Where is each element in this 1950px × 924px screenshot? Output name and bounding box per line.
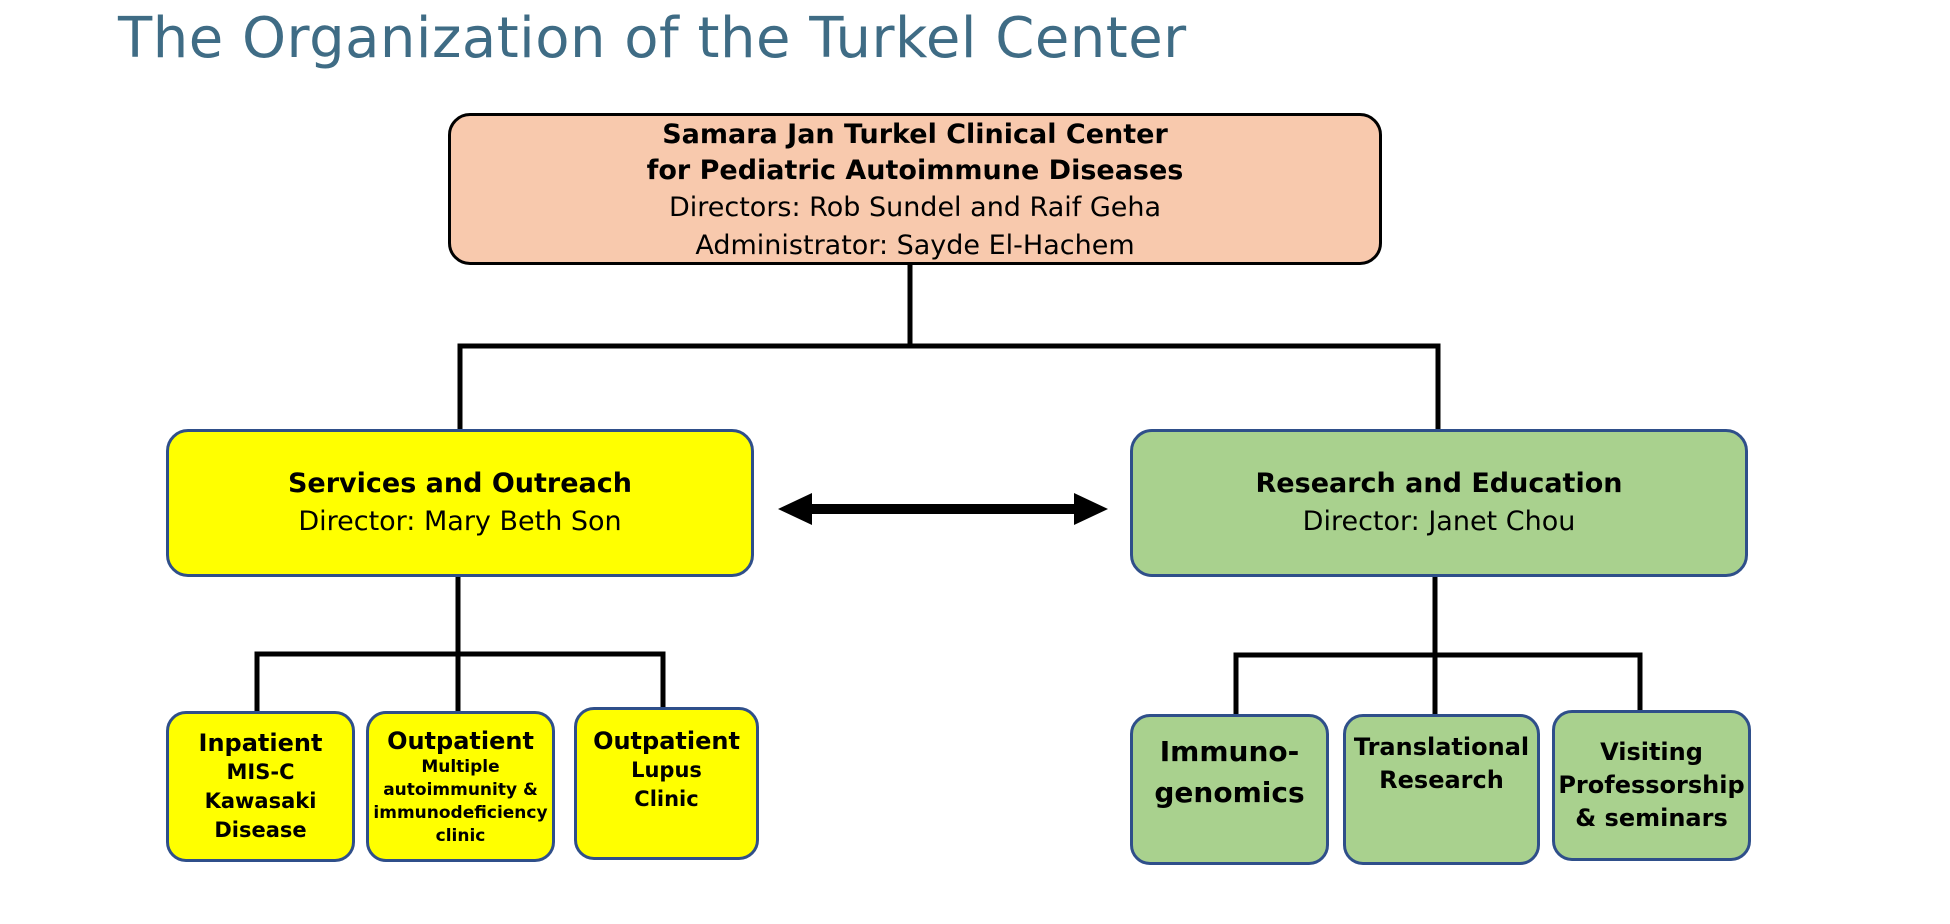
leaf-line: Professorship xyxy=(1558,771,1745,799)
leaf-title: Outpatient xyxy=(593,727,740,755)
top-node-administrator: Administrator: Sayde El-Hachem xyxy=(695,230,1135,261)
leaf-line: & seminars xyxy=(1575,804,1728,832)
leaf-line: Clinic xyxy=(634,787,699,811)
top-node: Samara Jan Turkel Clinical Center for Pe… xyxy=(448,113,1382,265)
leaf-title: Inpatient xyxy=(198,729,323,757)
outpatient-lupus-clinic-node: Outpatient Lupus Clinic xyxy=(574,707,759,860)
leaf-line: immunodeficiency xyxy=(373,802,548,823)
visiting-professorship-node: Visiting Professorship & seminars xyxy=(1552,710,1751,861)
leaf-line: Multiple xyxy=(421,756,500,777)
leaf-line: Translational xyxy=(1353,733,1530,761)
research-director: Director: Janet Chou xyxy=(1302,506,1576,537)
leaf-line: Immuno- xyxy=(1159,735,1300,768)
research-title: Research and Education xyxy=(1255,468,1623,499)
leaf-title: Outpatient xyxy=(387,726,534,755)
services-director: Director: Mary Beth Son xyxy=(298,506,622,537)
outpatient-multiple-autoimmunity-node: Outpatient Multiple autoimmunity & immun… xyxy=(366,711,555,862)
leaf-line: Kawasaki xyxy=(204,789,317,813)
leaf-line: Lupus xyxy=(631,758,702,782)
leaf-line: MIS-C xyxy=(226,760,295,784)
immunogenomics-node: Immuno- genomics xyxy=(1130,714,1329,865)
page-title: The Organization of the Turkel Center xyxy=(118,6,1187,71)
services-outreach-node: Services and Outreach Director: Mary Bet… xyxy=(166,429,754,577)
leaf-line: clinic xyxy=(435,825,486,846)
services-title: Services and Outreach xyxy=(287,468,633,499)
leaf-line: Disease xyxy=(214,818,307,842)
leaf-line: autoimmunity & xyxy=(383,779,538,800)
translational-research-node: Translational Research xyxy=(1343,714,1540,865)
top-node-name-line2: for Pediatric Autoimmune Diseases xyxy=(646,155,1184,186)
inpatient-node: Inpatient MIS-C Kawasaki Disease xyxy=(166,711,355,862)
leaf-line: Visiting xyxy=(1600,738,1703,766)
arrow-head-left xyxy=(778,493,812,525)
double-arrow xyxy=(778,493,1108,525)
top-node-name-line1: Samara Jan Turkel Clinical Center xyxy=(662,119,1168,150)
leaf-line: Research xyxy=(1379,766,1504,794)
top-node-directors: Directors: Rob Sundel and Raif Geha xyxy=(668,192,1162,223)
leaf-line: genomics xyxy=(1154,776,1305,809)
arrow-head-right xyxy=(1074,493,1108,525)
research-education-node: Research and Education Director: Janet C… xyxy=(1130,429,1748,577)
